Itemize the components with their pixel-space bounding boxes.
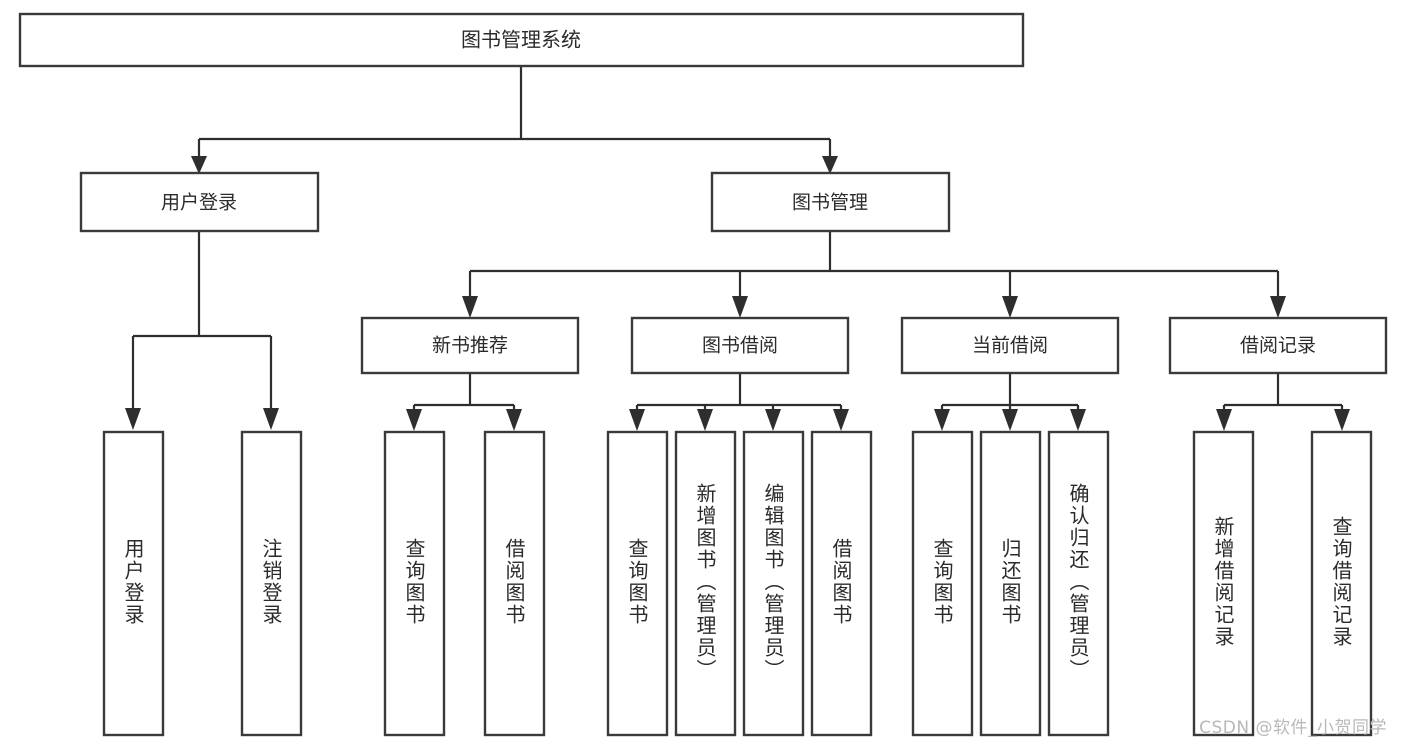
node-root-box[interactable]	[18, 12, 1025, 68]
leaf-logout-box[interactable]	[240, 430, 303, 737]
node-book-borrow-box[interactable]	[630, 316, 850, 375]
leaf-edit-book-label: 编辑图书（管理员）	[761, 483, 785, 681]
leaf-query-book-1-box[interactable]	[383, 430, 446, 737]
node-book-manage[interactable]: 图书管理	[710, 171, 951, 233]
node-new-book-recommend[interactable]: 新书推荐	[360, 316, 580, 375]
node-current-borrow[interactable]: 当前借阅	[900, 316, 1120, 375]
leaf-query-book-3-label: 查询图书	[930, 538, 954, 626]
node-book-manage-label: 图书管理	[792, 192, 868, 214]
node-root-label: 图书管理系统	[461, 28, 581, 52]
connector-layer	[125, 66, 1350, 431]
arrow-leaf-return-book-icon	[1002, 409, 1018, 431]
leaf-borrow-book-1-label: 借阅图书	[502, 538, 526, 626]
node-root[interactable]: 图书管理系统	[18, 12, 1025, 68]
leaf-add-record-box[interactable]	[1192, 430, 1255, 737]
leaf-confirm-return-label: 确认归还（管理员）	[1066, 483, 1090, 681]
arrow-leaf-confirm-return-icon	[1070, 409, 1086, 431]
leaf-borrow-book-1-box[interactable]	[483, 430, 546, 737]
arrow-leaf-edit-book-icon	[765, 409, 781, 431]
leaf-edit-book-box[interactable]	[742, 430, 805, 737]
leaf-query-record-label: 查询借阅记录	[1329, 516, 1353, 648]
node-user-login-label: 用户登录	[161, 192, 237, 214]
leaf-query-book-3[interactable]: 查询图书	[911, 430, 974, 737]
leaf-logout[interactable]: 注销登录	[240, 430, 303, 737]
arrow-leaf-borrow-book-2-icon	[833, 409, 849, 431]
leaf-query-book-1-label: 查询图书	[402, 538, 426, 626]
arrow-new-book-recommend-icon	[462, 296, 478, 318]
leaf-logout-label: 注销登录	[259, 538, 283, 626]
node-book-manage-box[interactable]	[710, 171, 951, 233]
leaf-add-record-label: 新增借阅记录	[1211, 516, 1235, 648]
node-current-borrow-box[interactable]	[900, 316, 1120, 375]
leaf-borrow-book-2[interactable]: 借阅图书	[810, 430, 873, 737]
arrow-leaf-query-record-icon	[1334, 409, 1350, 431]
arrow-to-user-login-icon	[191, 156, 207, 174]
arrow-to-book-manage-icon	[822, 156, 838, 174]
leaf-query-book-3-box[interactable]	[911, 430, 974, 737]
leaf-query-book-2-box[interactable]	[606, 430, 669, 737]
leaf-query-book-2[interactable]: 查询图书	[606, 430, 669, 737]
node-user-login[interactable]: 用户登录	[79, 171, 320, 233]
arrow-current-borrow-icon	[1002, 296, 1018, 318]
leaf-user-login-box[interactable]	[102, 430, 165, 737]
leaf-return-book-box[interactable]	[979, 430, 1042, 737]
arrow-leaf-query-book-2-icon	[629, 409, 645, 431]
arrow-leaf-query-book-1-icon	[406, 409, 422, 431]
node-borrow-record-box[interactable]	[1168, 316, 1388, 375]
node-user-login-box[interactable]	[79, 171, 320, 233]
node-current-borrow-label: 当前借阅	[972, 335, 1048, 357]
leaf-user-login-label: 用户登录	[121, 538, 145, 626]
leaf-query-book-2-label: 查询图书	[625, 538, 649, 626]
leaf-borrow-book-2-label: 借阅图书	[829, 538, 853, 626]
leaf-edit-book[interactable]: 编辑图书（管理员）	[742, 430, 805, 737]
leaf-return-book[interactable]: 归还图书	[979, 430, 1042, 737]
node-borrow-record-label: 借阅记录	[1240, 335, 1316, 357]
arrow-borrow-record-icon	[1270, 296, 1286, 318]
node-new-book-recommend-box[interactable]	[360, 316, 580, 375]
leaf-add-book-label: 新增图书（管理员）	[693, 483, 717, 681]
node-book-borrow-label: 图书借阅	[702, 335, 778, 357]
leaf-query-record[interactable]: 查询借阅记录	[1310, 430, 1373, 737]
leaf-add-book-box[interactable]	[674, 430, 737, 737]
node-new-book-recommend-label: 新书推荐	[432, 335, 508, 357]
csdn-watermark: CSDN @软件_小贺同学	[1199, 718, 1387, 738]
node-borrow-record[interactable]: 借阅记录	[1168, 316, 1388, 375]
arrow-leaf-query-book-3-icon	[934, 409, 950, 431]
leaf-borrow-book-2-box[interactable]	[810, 430, 873, 737]
leaf-query-book-1[interactable]: 查询图书	[383, 430, 446, 737]
leaf-query-record-box[interactable]	[1310, 430, 1373, 737]
node-book-borrow[interactable]: 图书借阅	[630, 316, 850, 375]
leaf-user-login[interactable]: 用户登录	[102, 430, 165, 737]
leaf-add-record[interactable]: 新增借阅记录	[1192, 430, 1255, 737]
leaf-add-book[interactable]: 新增图书（管理员）	[674, 430, 737, 737]
leaf-return-book-label: 归还图书	[998, 538, 1022, 626]
arrow-leaf-logout-icon	[263, 408, 279, 430]
leaf-confirm-return-box[interactable]	[1047, 430, 1110, 737]
arrow-book-borrow-icon	[732, 296, 748, 318]
leaf-borrow-book-1[interactable]: 借阅图书	[483, 430, 546, 737]
leaf-confirm-return[interactable]: 确认归还（管理员）	[1047, 430, 1110, 737]
arrow-leaf-user-login-icon	[125, 408, 141, 430]
arrow-leaf-add-record-icon	[1216, 409, 1232, 431]
arrow-leaf-add-book-icon	[697, 409, 713, 431]
arrow-leaf-borrow-book-1-icon	[506, 409, 522, 431]
